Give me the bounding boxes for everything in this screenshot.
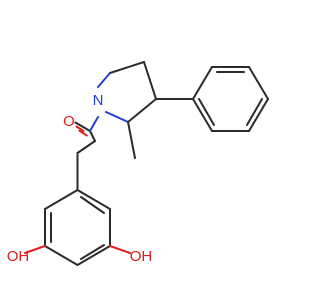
phenyl-ring	[155, 66, 269, 132]
carbonyl-group	[74, 116, 99, 154]
chemical-structure-diagram: O N OH OH	[6, 61, 269, 266]
pyrrolidine-ring	[97, 61, 157, 159]
left-hydroxyl-label: OH	[7, 248, 30, 265]
carbonyl-oxygen-label: O	[63, 113, 75, 130]
nitrogen-label: N	[93, 92, 104, 109]
resorcinol-ring	[24, 152, 131, 266]
right-hydroxyl-label: OH	[130, 248, 153, 265]
